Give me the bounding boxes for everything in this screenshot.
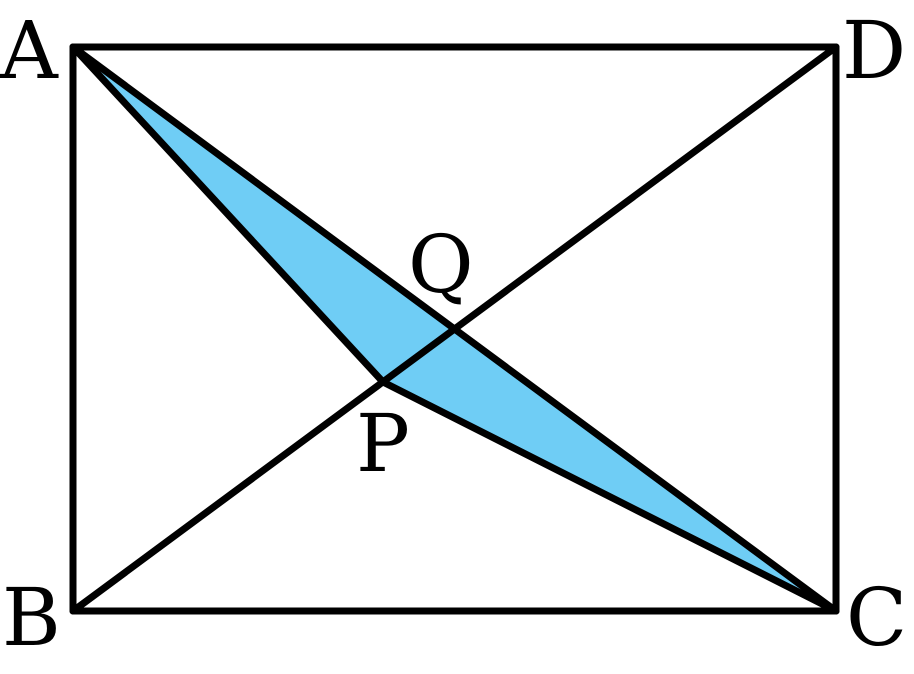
label-a: A [0, 4, 59, 97]
diagonal-ac [69, 43, 840, 615]
label-p: P [356, 397, 410, 490]
segment-pc [379, 378, 840, 615]
label-q: Q [408, 218, 474, 311]
label-c: C [846, 571, 907, 664]
label-d: D [842, 4, 906, 97]
label-b: B [2, 571, 61, 664]
segment-ap [69, 43, 387, 386]
